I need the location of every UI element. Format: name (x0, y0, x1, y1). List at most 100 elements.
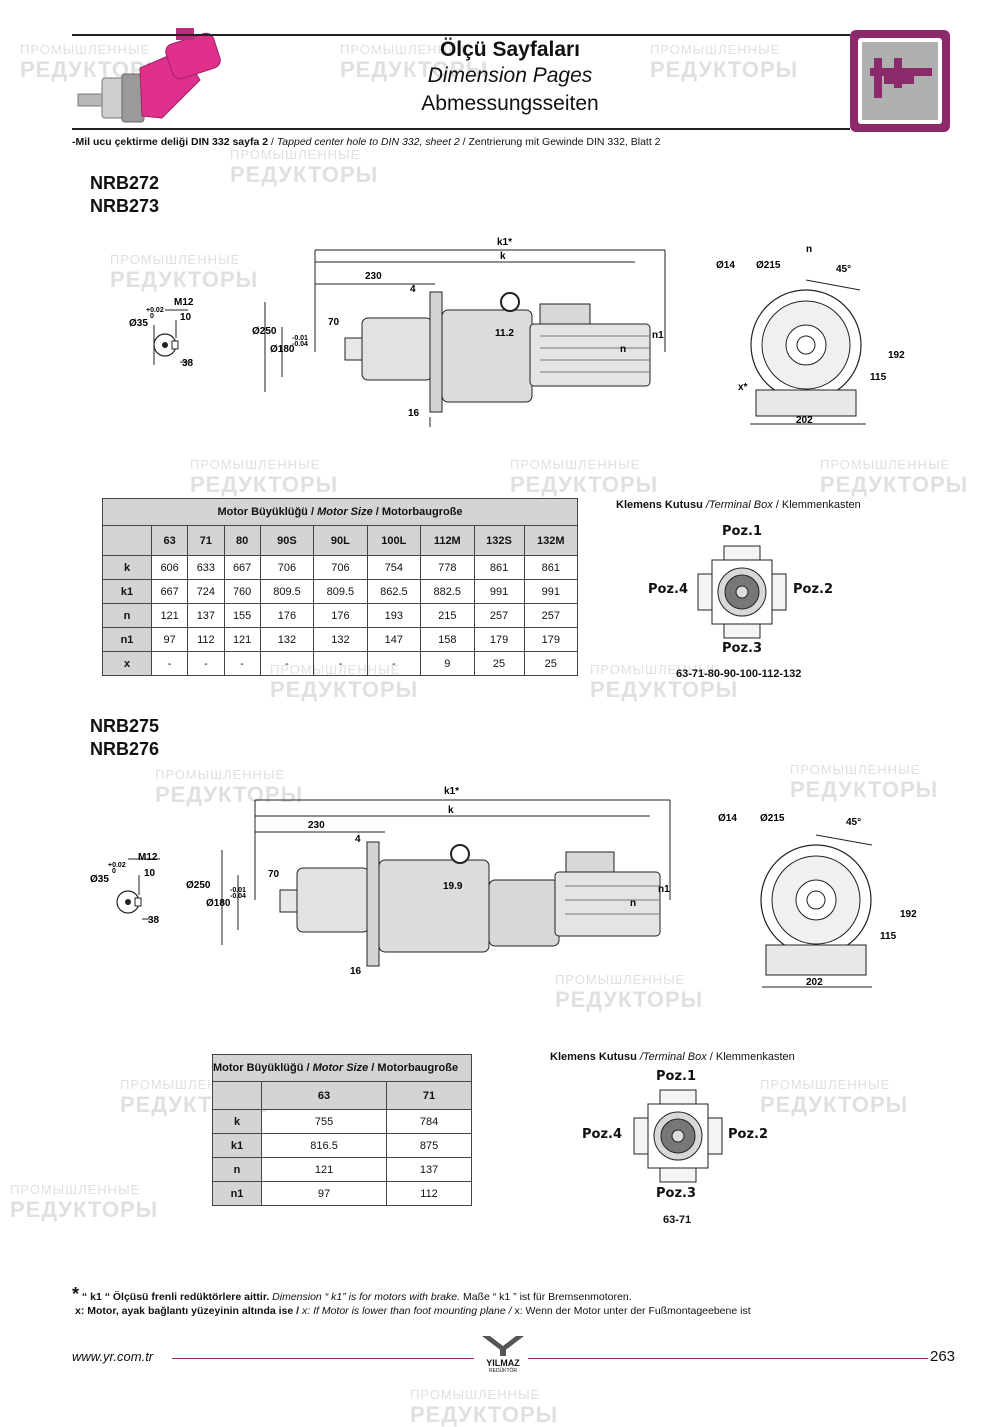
cell: 809.5 (313, 579, 368, 604)
cell: 121 (260, 1157, 388, 1182)
poz-3: Poz.3 (722, 641, 763, 656)
header-top-rule (72, 34, 850, 36)
dim-d180: Ø180 (206, 898, 231, 909)
dim-n: n (806, 244, 812, 255)
cell: 257 (473, 603, 525, 628)
model-name: NRB273 (90, 196, 160, 216)
section1-models: NRB272 NRB273 (90, 172, 159, 218)
row-label: k (102, 555, 152, 580)
table-row: k 606 633 667 706 706 754 778 861 861 (102, 555, 579, 580)
dim-n: n (630, 898, 636, 909)
dim-n1: n1 (658, 884, 670, 895)
brand-subtitle: REDÜKTÖR (488, 1368, 518, 1374)
cell: 706 (259, 555, 315, 580)
cell: 137 (187, 603, 225, 628)
section2-models: NRB275 NRB276 (90, 715, 159, 761)
cell: - (223, 651, 261, 676)
cell: 754 (366, 555, 422, 580)
dim-19-9: 19.9 (443, 881, 463, 892)
cell: 667 (223, 555, 261, 580)
cell: 193 (366, 603, 422, 628)
dim-k1: k1* (444, 786, 459, 797)
title-en: Dimension Pages (427, 64, 593, 87)
terminal-sizes: 63-71 (663, 1214, 692, 1226)
table-row: x - - - - - - 9 25 25 (102, 651, 579, 676)
dim-70: 70 (328, 317, 340, 328)
dim-shaft-dia: Ø35 (90, 874, 109, 885)
title-de: Abmessungsseiten (421, 92, 599, 115)
front-view-drawing: Ø14 Ø215 45° n 192 115 x* 202 (716, 244, 905, 426)
row-label: n1 (102, 627, 152, 652)
header-bottom-rule (72, 128, 850, 130)
row-label: k1 (212, 1133, 262, 1158)
cell: 25 (523, 651, 579, 676)
center-hole-note: -Mil ucu çektirme deliği DIN 332 sayfa 2… (72, 136, 661, 148)
cell: 778 (420, 555, 475, 580)
dim-tol-hi: +0.02 (146, 307, 164, 314)
cell: 862.5 (366, 579, 422, 604)
footnote-x: x: Motor, ayak bağlantı yüzeyinin altınd… (75, 1305, 751, 1317)
cell: 861 (523, 555, 579, 580)
cell: 155 (223, 603, 261, 628)
dim-192: 192 (900, 909, 917, 920)
dim-230: 230 (308, 820, 325, 831)
dim-tol-lo: 0 (112, 868, 116, 875)
dim-115: 115 (870, 372, 887, 383)
cell: 132 (259, 627, 315, 652)
cell: 9 (420, 651, 475, 676)
dim-4: 4 (410, 284, 416, 295)
cell: 667 (150, 579, 189, 604)
dim-tol: -0.01 (230, 887, 246, 894)
cell: 882.5 (420, 579, 475, 604)
table-row: n 121 137 (212, 1157, 472, 1182)
cell: 137 (386, 1157, 472, 1182)
footer-rule-left (172, 1358, 474, 1360)
poz-3: Poz.3 (656, 1186, 697, 1201)
dim-tol: -0.04 (230, 893, 246, 900)
website-url[interactable]: www.yr.com.tr (72, 1349, 154, 1364)
terminal-box-diagram (633, 1089, 723, 1183)
poz-4: Poz.4 (648, 582, 689, 597)
cell: 132 (313, 627, 368, 652)
cell: 121 (150, 603, 189, 628)
col-header: 100L (366, 525, 422, 556)
dim-k1: k1* (497, 237, 512, 248)
model-name: NRB276 (90, 739, 160, 759)
table-row: k 755 784 (212, 1109, 472, 1134)
model-name: NRB272 (90, 173, 160, 193)
table-row: n 121 137 155 176 176 193 215 257 257 (102, 603, 579, 628)
dim-thread: M12 (174, 297, 194, 308)
cell: 121 (223, 627, 261, 652)
footer-rule-right (528, 1358, 928, 1360)
dim-192: 192 (888, 350, 905, 361)
dim-key-height: 38 (182, 358, 194, 369)
cell: 724 (187, 579, 225, 604)
dim-shaft-dia: Ø35 (129, 318, 148, 329)
terminal-box-diagram (697, 545, 787, 639)
table-caption: Motor Büyüklüğü / Motor Size / Motorbaug… (102, 498, 578, 526)
dim-key-width: 10 (144, 868, 156, 879)
terminal-sizes: 63-71-80-90-100-112-132 (676, 668, 802, 680)
cell: 147 (366, 627, 422, 652)
dim-key-width: 10 (180, 312, 192, 323)
dim-11-2: 11.2 (495, 328, 514, 339)
cell: 25 (473, 651, 525, 676)
col-header: 63 (150, 525, 189, 556)
dim-70: 70 (268, 869, 280, 880)
dim-4: 4 (355, 834, 361, 845)
table-row: k1 816.5 875 (212, 1133, 472, 1158)
dim-230: 230 (365, 271, 382, 282)
col-header: 132S (473, 525, 525, 556)
dim-n: n (620, 344, 626, 355)
dim-tol-lo: 0 (150, 313, 154, 320)
cell: 257 (523, 603, 579, 628)
cell: 158 (420, 627, 475, 652)
row-label: x (102, 651, 152, 676)
